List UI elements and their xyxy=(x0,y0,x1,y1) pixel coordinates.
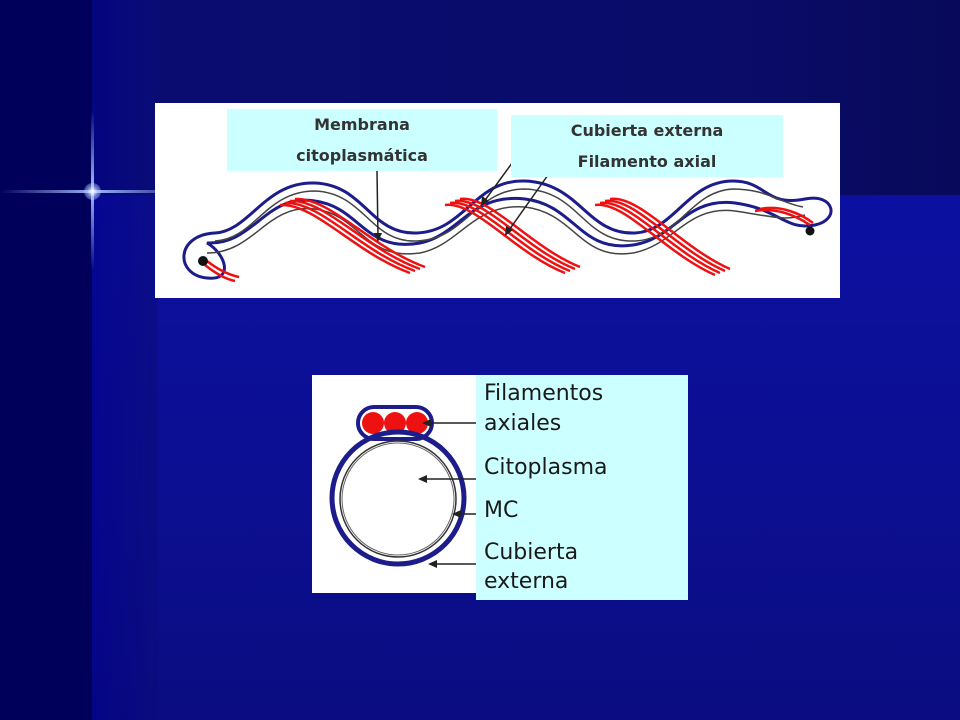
background-stripe xyxy=(92,0,158,720)
sparkle-core xyxy=(84,183,101,200)
cytoplasmic-membrane-circle xyxy=(339,440,457,558)
membrana-pointer xyxy=(376,170,379,239)
pointer-mc-arrow xyxy=(452,510,461,518)
spirochete-longitudinal-diagram: Membrana citoplasmática Cubierta externa… xyxy=(155,103,840,298)
label-cubierta-filamento: Cubierta externa Filamento axial xyxy=(511,115,783,177)
cross-section-illustration xyxy=(329,405,476,568)
axial-filament-3 xyxy=(406,412,428,434)
membrana-label-line1: Membrana xyxy=(314,115,410,134)
legend-cubierta-line2: externa xyxy=(484,569,569,594)
axial-filament-2 xyxy=(384,412,406,434)
left-terminal-granule xyxy=(198,256,208,266)
spirochete-illustration xyxy=(182,158,833,283)
filamento-pointer-arrow xyxy=(505,226,513,236)
label-membrana-citoplasmatica: Membrana citoplasmática xyxy=(227,109,497,171)
pointer-cubierta-arrow xyxy=(428,560,437,568)
cytoplasmic-membrane-upper xyxy=(214,188,804,242)
cubierta-label-line1: Cubierta externa xyxy=(570,121,724,140)
axial-filament-1 xyxy=(362,412,384,434)
cytoplasmic-membrane xyxy=(206,206,806,255)
outer-sheath xyxy=(182,179,833,280)
legend-filamentos-line1: Filamentos xyxy=(484,381,604,406)
right-terminal-granule xyxy=(805,226,815,236)
axial-filaments xyxy=(204,197,814,283)
filamento-pointer xyxy=(506,174,549,234)
legend-cubierta-line1: Cubierta xyxy=(484,540,579,565)
pointer-citoplasma-arrow xyxy=(418,475,427,483)
pointer-filamentos-arrow xyxy=(422,419,431,427)
membrana-label-line2: citoplasmática xyxy=(296,146,428,165)
cubierta-pointer-arrow xyxy=(481,196,489,206)
filamento-label-line2: Filamento axial xyxy=(577,152,717,171)
legend-citoplasma: Citoplasma xyxy=(484,455,608,480)
cubierta-pointer xyxy=(482,158,516,204)
outer-envelope xyxy=(329,429,467,567)
background-left xyxy=(0,0,92,720)
spirochete-cross-section-diagram: Filamentos axiales Citoplasma MC Cubiert… xyxy=(312,375,688,600)
cytoplasm-circle xyxy=(341,442,455,556)
membrana-pointer-arrow xyxy=(374,233,382,242)
legend-mc: MC xyxy=(484,498,519,523)
legend-filamentos-line2: axiales xyxy=(484,411,562,436)
cross-section-legend: Filamentos axiales Citoplasma MC Cubiert… xyxy=(476,375,688,600)
